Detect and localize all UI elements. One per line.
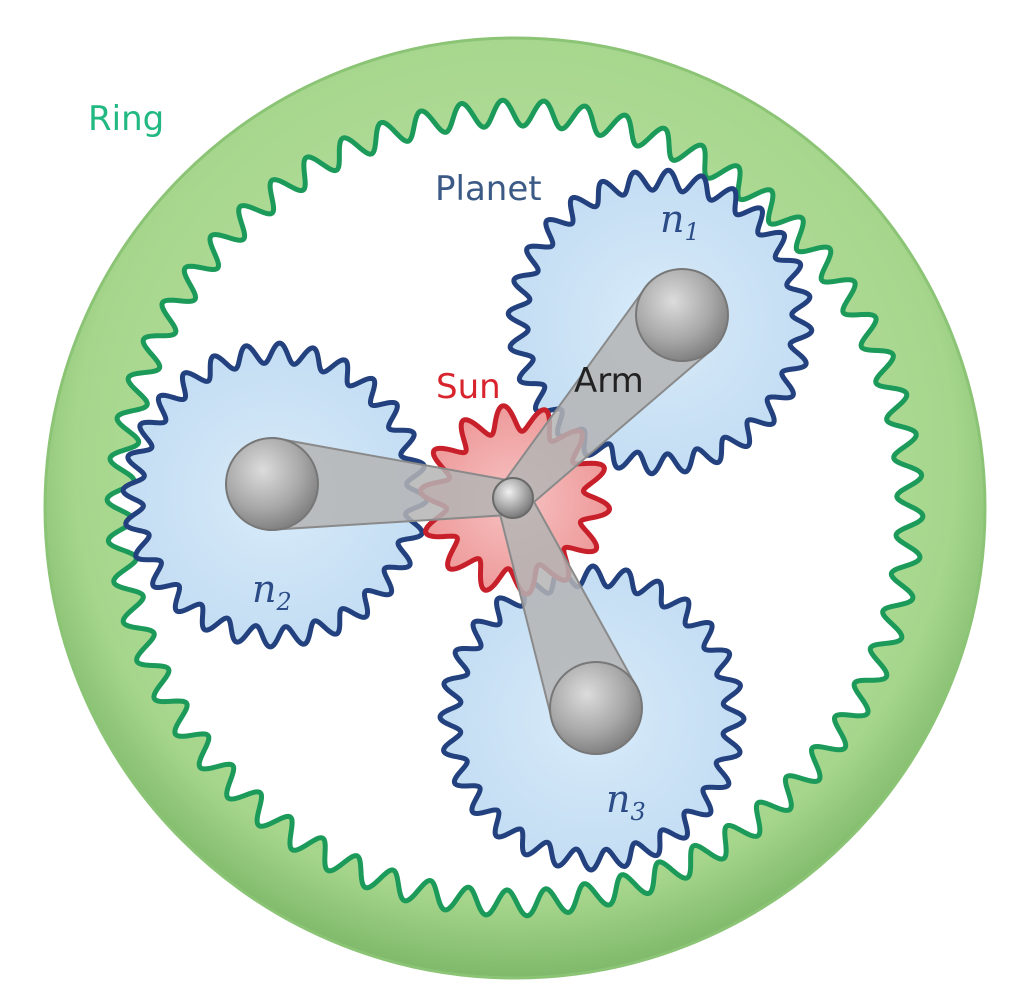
planet-label: Planet	[435, 169, 542, 209]
ring-label: Ring	[88, 99, 164, 139]
arm-hub	[492, 477, 534, 519]
planet-2-label: n2	[252, 567, 292, 616]
planet-3-label: n3	[606, 777, 646, 826]
arm-label: Arm	[574, 361, 644, 401]
planet-1-label: n1	[660, 197, 700, 246]
sun-label: Sun	[436, 367, 501, 407]
arm-2-pin	[225, 437, 319, 531]
arm-3-pin	[549, 661, 643, 755]
arm-1-pin	[635, 268, 729, 362]
